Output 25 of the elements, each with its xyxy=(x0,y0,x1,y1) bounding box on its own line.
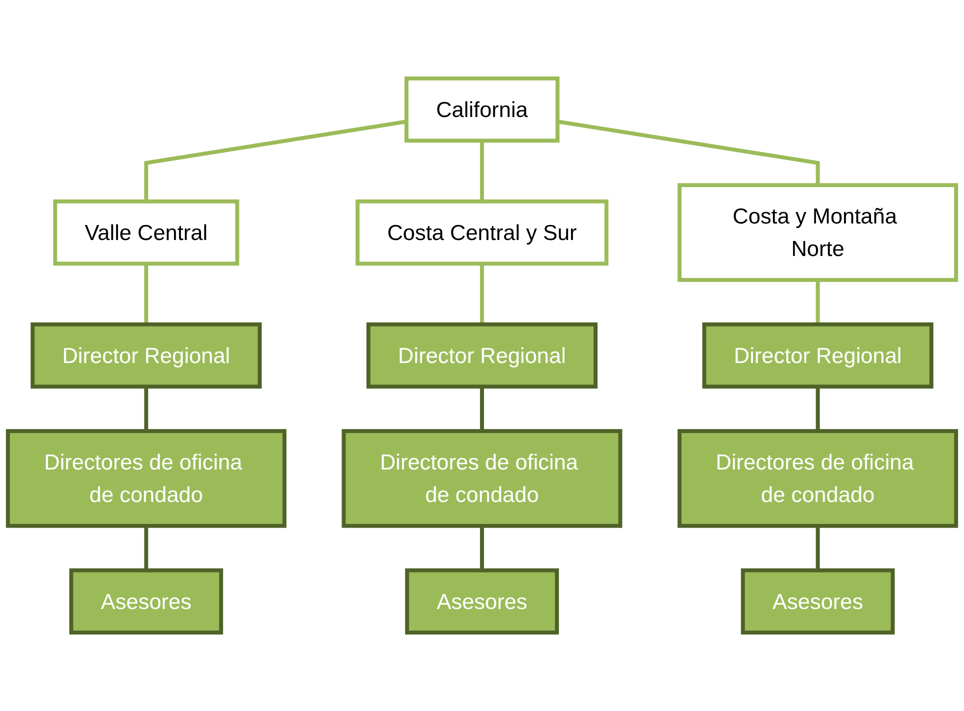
connector xyxy=(144,526,148,570)
connector xyxy=(480,526,484,570)
node-box: Valle Central xyxy=(53,199,240,266)
connector xyxy=(144,264,148,324)
node-box: Asesores xyxy=(69,568,224,635)
node-box: Directores de oficina de condado xyxy=(678,429,958,528)
connector xyxy=(816,386,820,432)
connector xyxy=(144,120,407,202)
connector xyxy=(480,264,484,324)
node-box: Asesores xyxy=(405,568,559,635)
node-box: Director Regional xyxy=(702,322,934,389)
connector xyxy=(144,386,148,432)
node-box: Costa Central y Sur xyxy=(356,199,608,266)
connector xyxy=(480,386,484,432)
node-box: Costa y Montaña Norte xyxy=(678,183,958,282)
node-box: Directores de oficina de condado xyxy=(6,429,286,528)
connector xyxy=(816,280,820,324)
connector xyxy=(557,120,820,186)
connector xyxy=(816,526,820,570)
connector xyxy=(480,140,484,202)
node-box: Asesores xyxy=(740,568,895,635)
node-box: Director Regional xyxy=(30,322,262,389)
node-box: Director Regional xyxy=(366,322,598,389)
node-box: Directores de oficina de condado xyxy=(342,429,622,528)
node-box: California xyxy=(404,76,560,143)
